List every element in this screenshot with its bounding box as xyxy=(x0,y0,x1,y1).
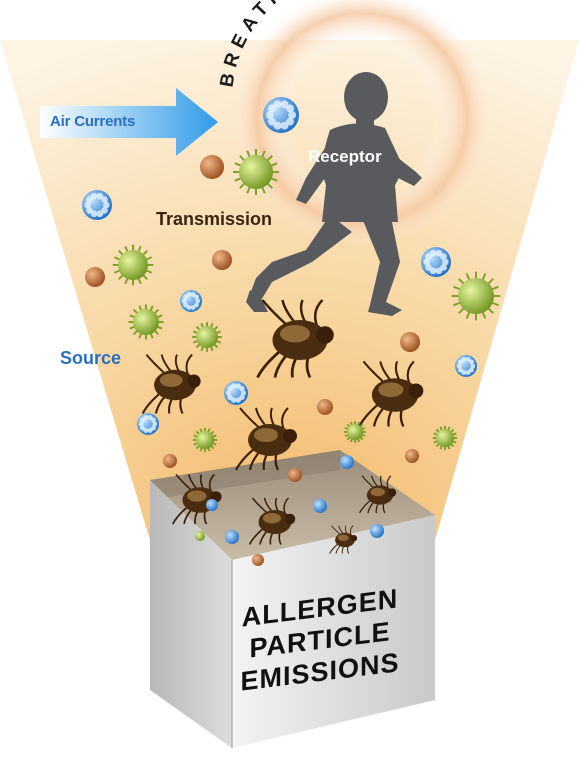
spore-icon xyxy=(455,355,477,377)
transmission-label: Transmission xyxy=(156,209,272,230)
dander-icon xyxy=(163,454,177,468)
spore-icon xyxy=(421,247,451,277)
pollen-icon xyxy=(128,304,163,339)
dander-icon xyxy=(252,554,264,566)
pollen-icon xyxy=(193,428,217,452)
pollen-icon xyxy=(113,245,154,286)
dander-icon xyxy=(317,399,333,415)
dander-icon xyxy=(225,530,239,544)
receptor-label: Receptor xyxy=(308,147,382,167)
air-currents-label: Air Currents xyxy=(50,113,135,130)
spore-icon xyxy=(263,97,299,133)
pollen-icon xyxy=(192,322,222,352)
dander-icon xyxy=(85,267,105,287)
source-label: Source xyxy=(60,348,121,369)
spore-icon xyxy=(137,413,159,435)
pollen-icon xyxy=(344,421,366,443)
dander-icon xyxy=(195,531,205,541)
pollen-icon xyxy=(233,149,279,195)
spore-icon xyxy=(224,381,248,405)
dander-icon xyxy=(288,468,302,482)
spore-icon xyxy=(82,190,112,220)
dander-icon xyxy=(212,250,232,270)
dander-icon xyxy=(200,155,224,179)
spore-icon xyxy=(180,290,202,312)
dander-icon xyxy=(400,332,420,352)
dander-icon xyxy=(370,524,384,538)
dander-icon xyxy=(313,499,327,513)
dander-icon xyxy=(405,449,419,463)
pollen-icon xyxy=(433,426,457,450)
dander-icon xyxy=(340,455,354,469)
dander-icon xyxy=(206,499,218,511)
pollen-icon xyxy=(452,272,501,321)
